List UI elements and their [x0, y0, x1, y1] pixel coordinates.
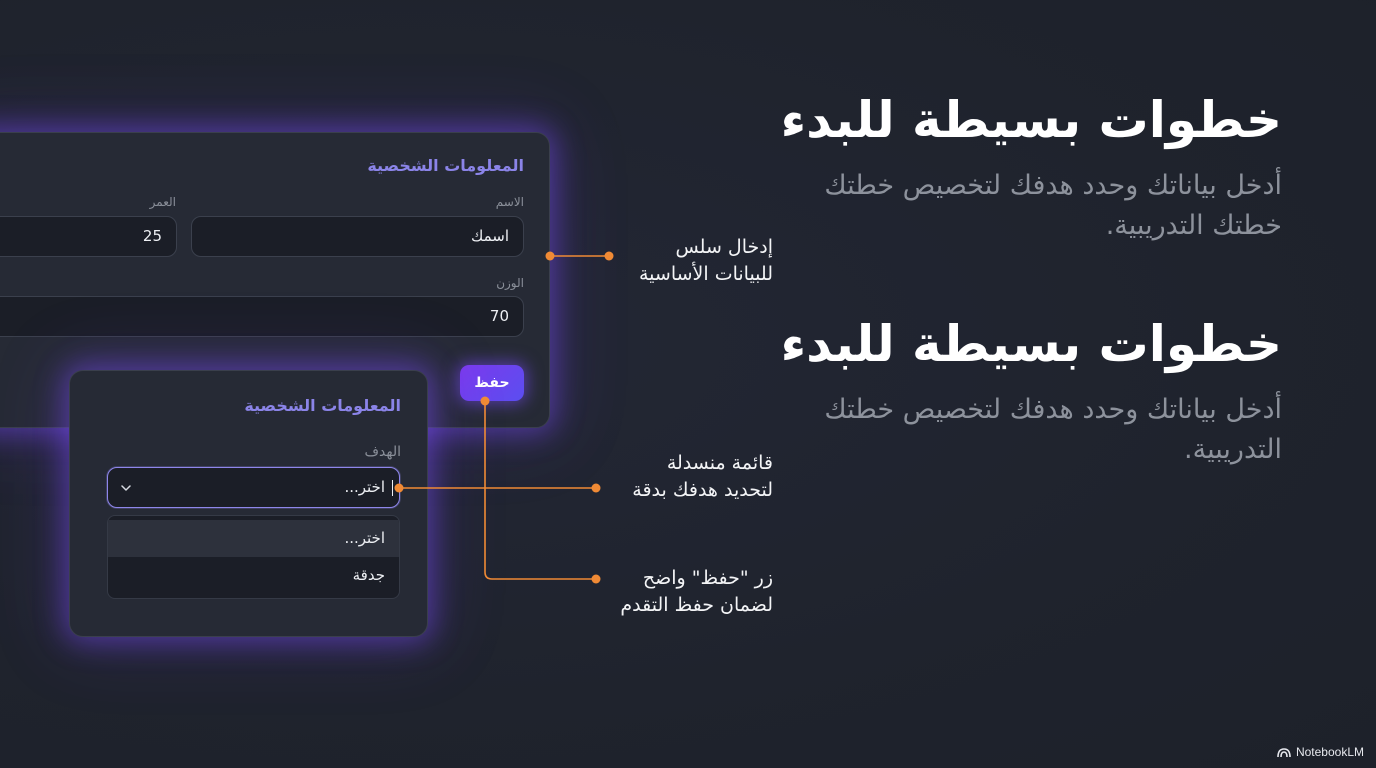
- goal-label: الهدف: [364, 444, 401, 460]
- name-label: الاسم: [495, 195, 524, 209]
- notebooklm-watermark: NotebookLM: [1277, 744, 1364, 760]
- callout-input-line1: إدخال سلس: [675, 236, 773, 258]
- callout-save-line2: لضمان حفظ التقدم: [620, 594, 773, 616]
- hero-block-2: خطوات بسيطة للبدء أدخل بياناتك وحدد هدفك…: [780, 312, 1282, 470]
- card-title: المعلومات الشخصية: [367, 156, 524, 175]
- goal-select[interactable]: اختر...: [107, 467, 400, 508]
- notebooklm-logo-icon: [1277, 748, 1291, 758]
- goal-card-title: المعلومات الشخصية: [244, 396, 401, 415]
- watermark-text: NotebookLM: [1295, 745, 1364, 759]
- age-input[interactable]: 25: [0, 216, 177, 257]
- weight-input[interactable]: 70: [0, 296, 524, 337]
- callout-save: زر "حفظ" واضح لضمان حفظ التقدم: [553, 565, 773, 619]
- goal-select-value: اختر...: [344, 478, 385, 496]
- callout-save-line1: زر "حفظ" واضح: [642, 567, 773, 589]
- text-caret: [392, 480, 393, 496]
- callout-dropdown-line1: قائمة منسدلة: [666, 452, 773, 474]
- chevron-down-icon: [121, 485, 131, 491]
- goal-card: المعلومات الشخصية الهدف اختر... اختر... …: [69, 370, 428, 637]
- hero-subtitle-2: أدخل بياناتك وحدد هدفك لتخصيص خطتك التدر…: [824, 394, 1282, 465]
- name-input[interactable]: اسمك: [191, 216, 524, 257]
- save-button[interactable]: حفظ: [460, 365, 524, 401]
- goal-dropdown-list: اختر... جدقة: [107, 515, 400, 599]
- dropdown-option[interactable]: جدقة: [352, 566, 385, 584]
- hero-title-1: خطوات بسيطة للبدء: [780, 91, 1282, 149]
- hero-block-1: خطوات بسيطة للبدء أدخل بياناتك وحدد هدفك…: [762, 88, 1282, 246]
- hero-subtitle-1: أدخل بياناتك وحدد هدفك لتخصيص خطتك خطتك …: [824, 170, 1282, 241]
- dropdown-option[interactable]: اختر...: [108, 520, 399, 557]
- weight-label: الوزن: [496, 276, 524, 290]
- age-label: العمر: [149, 195, 176, 209]
- callout-input: إدخال سلس للبيانات الأساسية: [553, 234, 773, 288]
- callout-input-line2: للبيانات الأساسية: [638, 263, 773, 285]
- hero-title-2: خطوات بسيطة للبدء: [780, 315, 1282, 373]
- callout-dropdown: قائمة منسدلة لتحديد هدفك بدقة: [553, 450, 773, 504]
- callout-dropdown-line2: لتحديد هدفك بدقة: [632, 479, 773, 501]
